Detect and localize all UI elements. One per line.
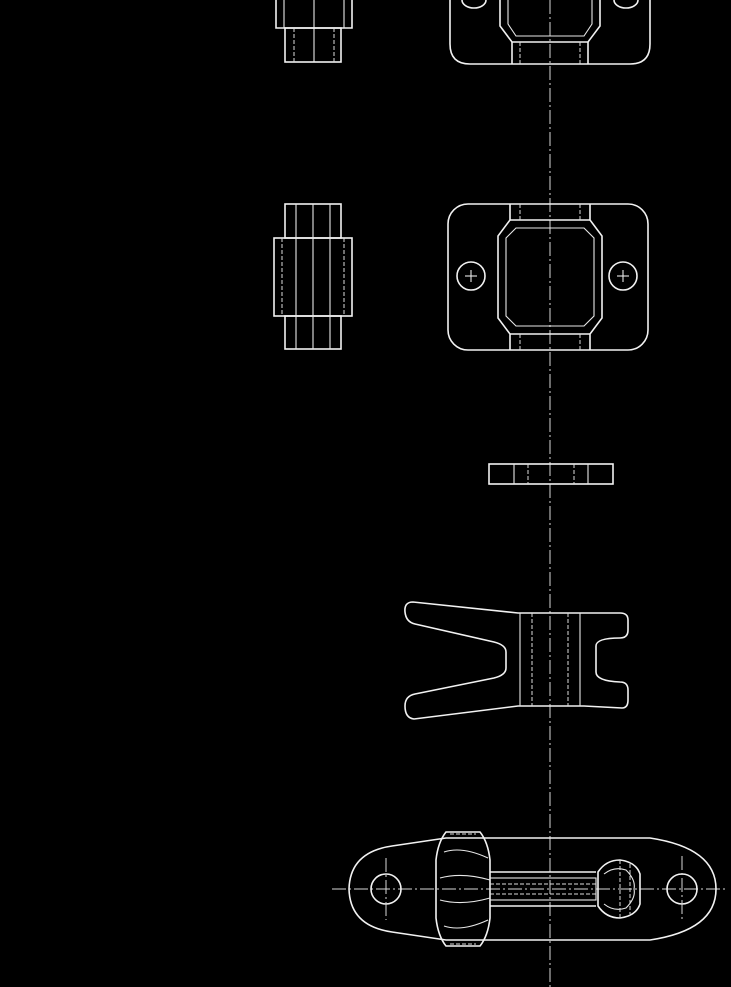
link-arm-assembly	[332, 831, 728, 947]
upper-bushing-side-view	[275, 0, 353, 63]
bushing-side-view	[273, 203, 353, 350]
bracket-front-view	[447, 203, 649, 351]
yoke-fork	[404, 601, 629, 720]
upper-bracket-front-view	[449, 0, 651, 65]
washer-plate	[488, 463, 614, 485]
